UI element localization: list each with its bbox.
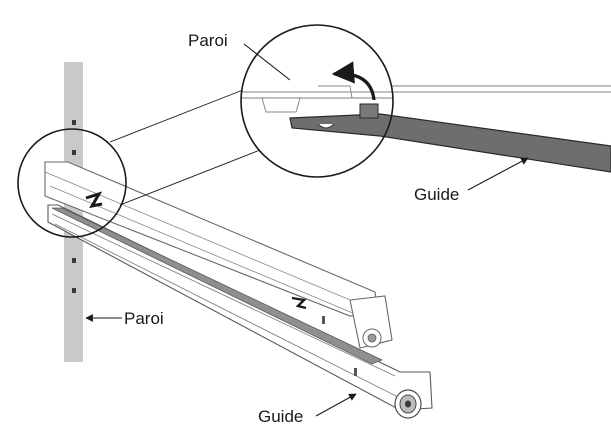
zoom-connector: [109, 87, 249, 143]
leader-guide-callout: [467, 157, 529, 191]
wall-slot: [72, 120, 76, 125]
wall-slot: [72, 150, 76, 155]
leader-guide-main: [315, 393, 357, 417]
zoom-connector: [119, 149, 261, 206]
detail-circle-small: [17, 128, 127, 238]
wall-slot: [72, 258, 76, 263]
guide-main-label: Guide: [258, 407, 304, 426]
wall-bracket-rail: [44, 161, 393, 349]
wall-slot: [72, 288, 76, 293]
leader-paroi-callout: [243, 43, 291, 81]
guide-rail: [47, 204, 433, 419]
lift-arrow-icon: [331, 61, 376, 101]
wall-callout-label: Paroi: [188, 31, 228, 50]
guide-callout-label: Guide: [414, 185, 460, 204]
wall-main-label: Paroi: [124, 309, 164, 328]
detail-circle-zoom: [240, 24, 611, 178]
